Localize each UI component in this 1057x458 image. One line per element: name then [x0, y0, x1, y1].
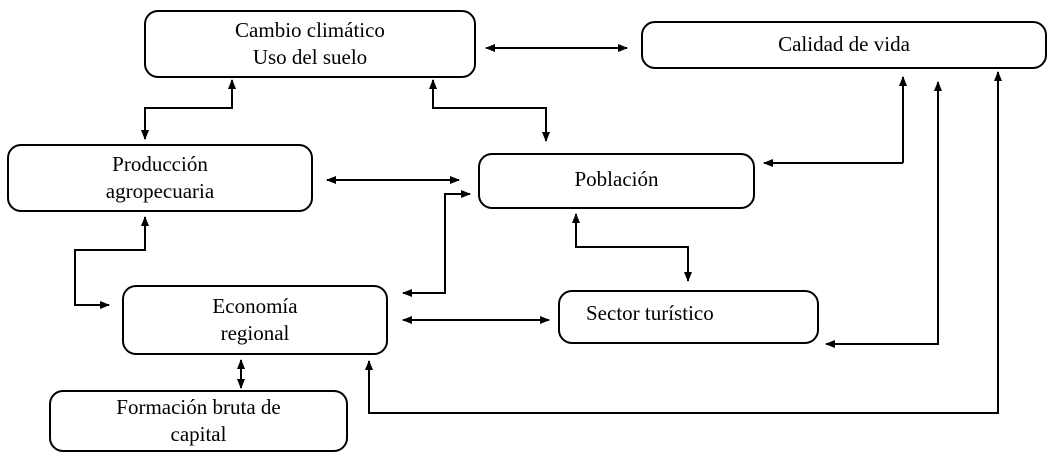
node-cambio-climatico: Cambio climático Uso del suelo — [144, 10, 476, 78]
arrow-cambio-poblacion — [429, 79, 550, 142]
node-calidad-label: Calidad de vida — [778, 31, 910, 56]
arrow-poblacion-sector — [572, 213, 692, 282]
arrow-produccion-economia — [74, 216, 149, 309]
arrow-economia-poblacion — [402, 190, 471, 297]
arrow-calidad-sector — [825, 81, 942, 348]
node-produccion-agropecuaria: Producción agropecuaria — [7, 144, 313, 212]
node-produccion-line1: Producción — [112, 152, 208, 176]
arrow-calidad-economia — [365, 71, 1002, 414]
node-sector-label: Sector turístico — [586, 300, 714, 325]
arrow-cambio-produccion — [141, 79, 236, 140]
node-cambio-line2: Uso del suelo — [252, 45, 368, 69]
node-calidad-de-vida: Calidad de vida — [641, 21, 1047, 69]
node-cambio-line1: Cambio climático — [235, 18, 385, 42]
node-economia-line1: Economía — [212, 294, 298, 318]
node-produccion-line2: agropecuaria — [105, 179, 215, 203]
node-formacion-line1: Formación bruta de — [116, 395, 281, 419]
node-poblacion-label: Población — [574, 166, 659, 191]
node-poblacion: Población — [478, 153, 755, 209]
node-formacion-line2: capital — [170, 422, 227, 446]
node-sector-turistico: Sector turístico — [558, 290, 819, 344]
node-formacion-bruta-de-capital: Formación bruta de capital — [49, 390, 348, 452]
node-economia-regional: Economía regional — [122, 285, 388, 355]
node-economia-line2: regional — [220, 321, 290, 345]
